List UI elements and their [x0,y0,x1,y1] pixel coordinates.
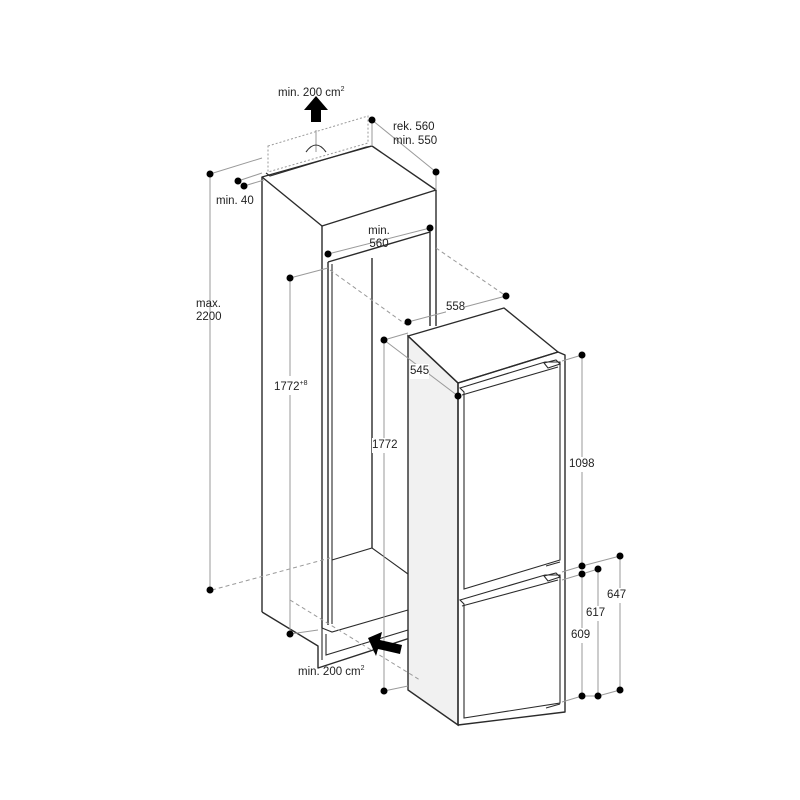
cabinet-top-face [261,145,437,227]
lower-door-height-label: 609 [571,628,591,643]
dim-647-label: 647 [607,588,627,603]
niche-width-label-1: min. [368,225,390,237]
upper-door [458,361,561,590]
vent-top-label: min. 200 cm2 [278,86,345,99]
airflow-in-arrow-icon [368,632,402,656]
dim-617-label: 617 [586,606,606,621]
niche-width-label-2: 560 [369,238,389,250]
lower-handle [543,572,562,582]
top-vent-outline [267,115,369,173]
appliance-width-label: 558 [446,300,466,315]
height-max-label-1: max. [196,298,221,310]
dimension-endpoints [206,116,624,700]
height-max-label-2: 2200 [196,311,222,323]
niche-height-label: 1772+8 [274,376,308,395]
upper-handle [543,359,562,369]
appliance-side-panel [407,334,459,727]
cabinet-niche [261,115,437,669]
projection-lines [211,247,507,681]
depth-rec-label: rek. 560 [393,121,435,133]
gap-top-label: min. 40 [216,195,254,207]
appliance-depth-label: 545 [410,364,430,379]
depth-min-label: min. 550 [393,135,438,147]
airflow-out-arrow-icon [304,96,328,122]
vent-bottom-label: min. 200 cm2 [298,665,365,678]
fridge-appliance [407,307,566,727]
lower-door [458,574,561,719]
upper-door-height-label: 1098 [569,457,595,472]
appliance-height-label: 1772 [372,438,398,453]
